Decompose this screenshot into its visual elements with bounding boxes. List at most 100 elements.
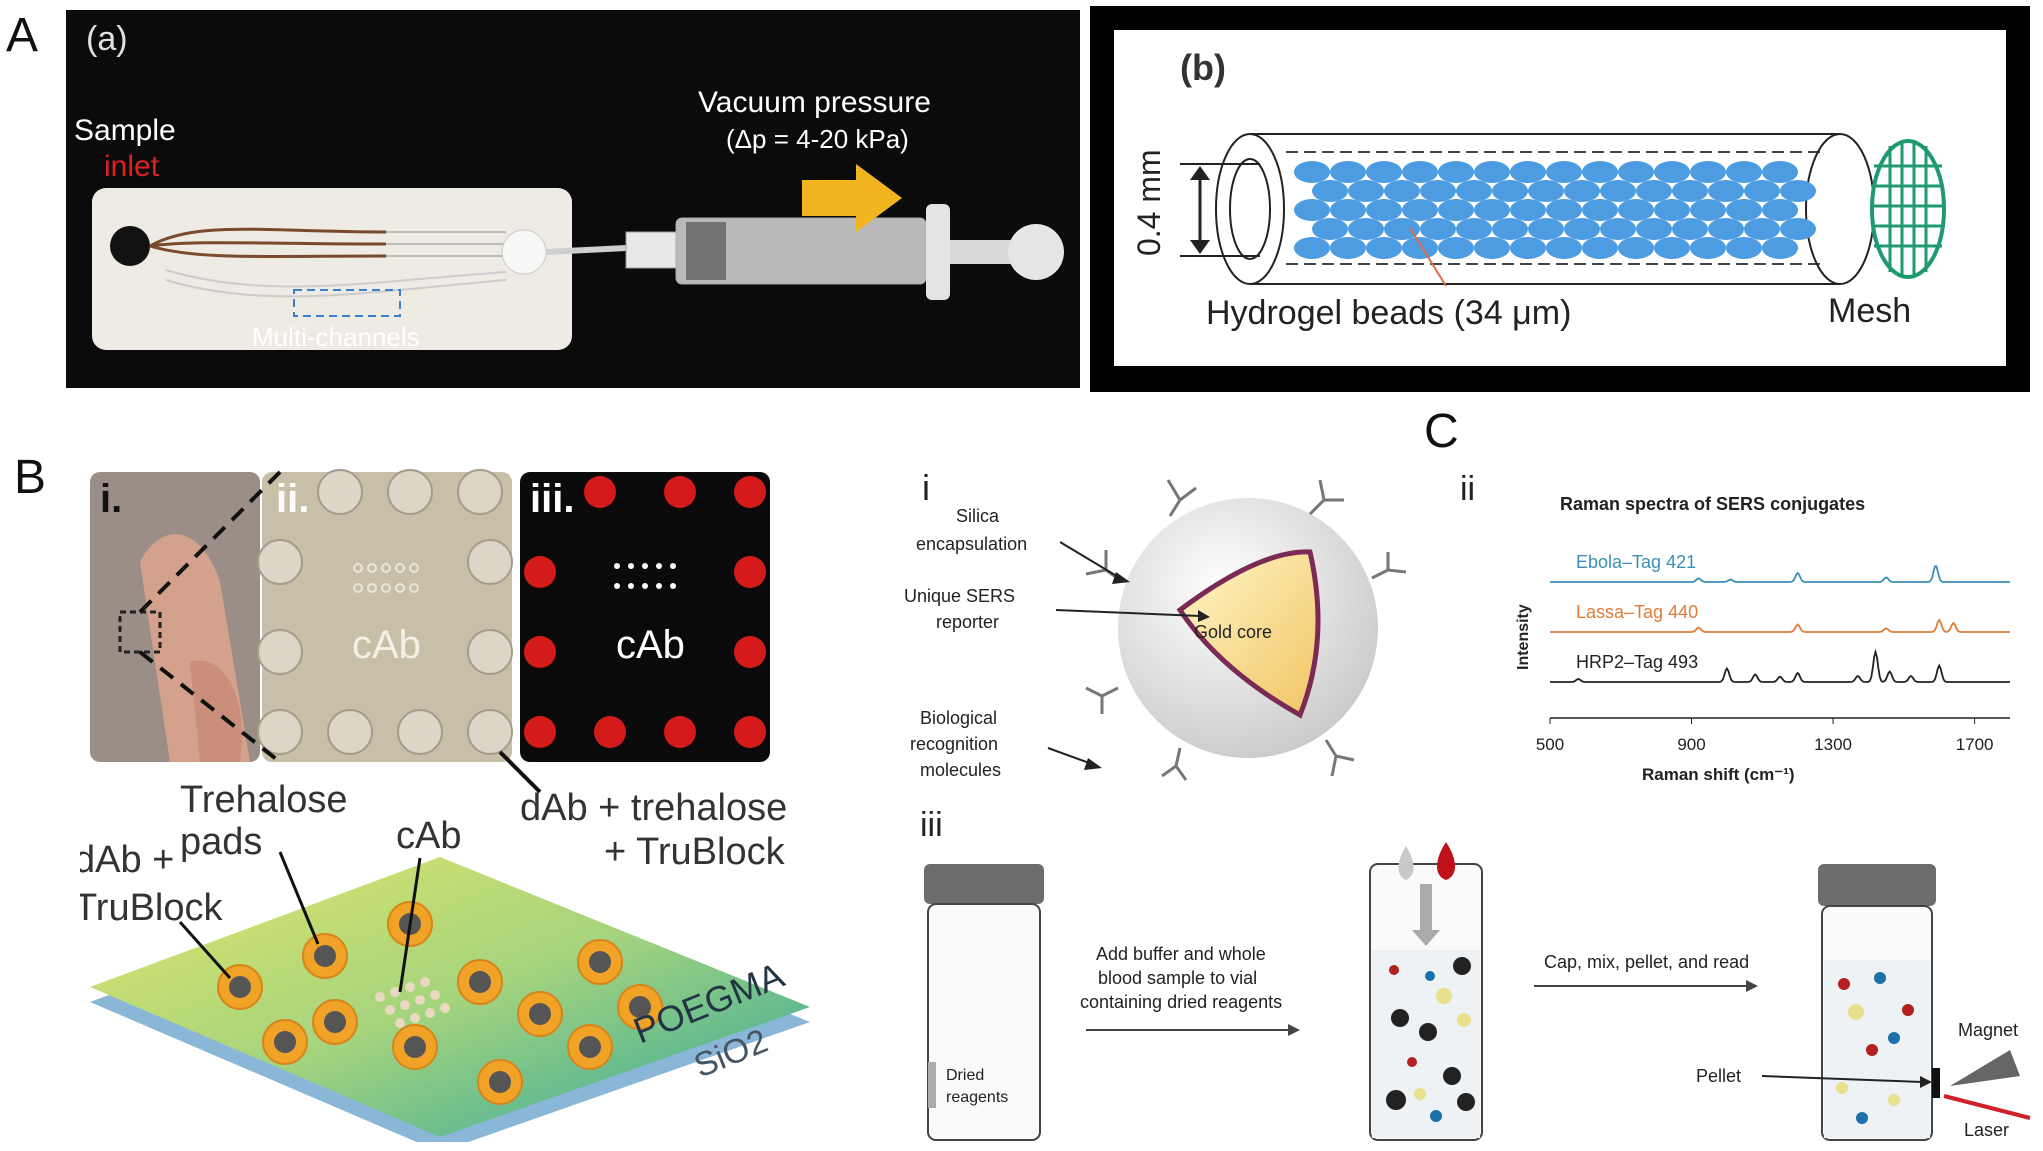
- syringe-flange: [926, 204, 950, 300]
- c-ii-numeral: ii: [1460, 470, 1475, 508]
- raman-chart: ii Raman spectra of SERS conjugates Inte…: [1460, 470, 2010, 784]
- dab-label-2: TruBlock: [80, 887, 224, 929]
- series-label: Ebola–Tag 421: [1576, 552, 1696, 572]
- step1-label-2: blood sample to vial: [1098, 968, 1257, 988]
- hydrogel-bead: [1672, 180, 1708, 202]
- hydrogel-bead: [1366, 237, 1402, 259]
- hydrogel-bead: [1402, 161, 1438, 183]
- hydrogel-bead: [1330, 161, 1366, 183]
- vial-1-cap: [924, 864, 1044, 904]
- hydrogel-bead: [1366, 161, 1402, 183]
- hydrogel-bead: [1294, 237, 1330, 259]
- series-label: Lassa–Tag 440: [1576, 602, 1698, 622]
- hydrogel-bead: [1420, 218, 1456, 240]
- trehalose-label-2: pads: [180, 821, 262, 863]
- add-arrow-icon: [1412, 930, 1440, 946]
- dried-reagents-mark: [928, 1062, 936, 1108]
- hydrogel-bead: [1348, 180, 1384, 202]
- vial-2-particles: [1386, 957, 1475, 1122]
- hydrogel-bead: [1654, 161, 1690, 183]
- c-i-numeral: i: [922, 467, 930, 508]
- dried-label-2: reagents: [946, 1089, 1008, 1106]
- trehalose-label-1: Trehalose: [180, 779, 348, 821]
- panel-b-figure: i. ii. cAb iii. cAb: [74, 462, 820, 1151]
- panel-c-iii: iii Dried reagents Add buffer and whole …: [880, 800, 2040, 1145]
- hydrogel-bead: [1726, 199, 1762, 221]
- dimension-label: 0.4 mm: [1131, 149, 1167, 256]
- sample-label: Sample: [74, 114, 176, 147]
- pressure-label: (Δp = 4-20 kPa): [726, 124, 909, 154]
- panel-a-tag: (a): [86, 20, 128, 58]
- hydrogel-bead: [1708, 180, 1744, 202]
- hydrogel-bead: [1618, 237, 1654, 259]
- inset-label-ii: ii.: [276, 477, 309, 521]
- mesh-icon: [1870, 139, 1946, 279]
- hydrogel-bead: [1654, 199, 1690, 221]
- vacuum-label: Vacuum pressure: [698, 86, 931, 119]
- panel-b-schematic: (b) 0.4 mm Hydrogel beads (34 μm) Mesh: [1090, 6, 2030, 392]
- hydrogel-bead: [1726, 161, 1762, 183]
- hydrogel-bead: [1636, 180, 1672, 202]
- vacuum-arrow-icon: [802, 164, 902, 232]
- microfluidic-device-illustration: (a) Sample inlet Multi-channels Vacuum p…: [74, 20, 1064, 352]
- panel-letter-a: A: [6, 9, 39, 62]
- hydrogel-bead: [1690, 199, 1726, 221]
- hydrogel-bead: [1762, 237, 1798, 259]
- cab-label: cAb: [396, 815, 461, 857]
- chart-title: Raman spectra of SERS conjugates: [1560, 494, 1865, 514]
- x-tick-label: 1700: [1956, 735, 1994, 754]
- panel-c-i: i Silica encapsulation Unique SER: [880, 460, 1440, 800]
- multichannel-box: [293, 289, 401, 317]
- hydrogel-bead: [1330, 199, 1366, 221]
- pellet: [1932, 1068, 1940, 1098]
- vial-3-cap: [1818, 864, 1936, 906]
- bio-label-3: molecules: [920, 760, 1001, 780]
- microfluidic-chip: [92, 188, 572, 350]
- panel-letter-b: B: [14, 451, 47, 504]
- x-tick-label: 500: [1536, 735, 1564, 754]
- step2-label: Cap, mix, pellet, and read: [1544, 952, 1749, 972]
- vial-1: [927, 903, 1041, 1141]
- hydrogel-bead: [1510, 237, 1546, 259]
- hydrogel-bead: [1780, 218, 1816, 240]
- series-line: [1550, 565, 2010, 583]
- hydrogel-bead: [1636, 218, 1672, 240]
- laser-beam: [1943, 1094, 2031, 1120]
- syringe-connector: [625, 231, 677, 269]
- trehalose-pads: [217, 901, 663, 1105]
- dab-trehalose-label-2: + TruBlock: [604, 831, 786, 873]
- hydrogel-bead: [1564, 218, 1600, 240]
- hydrogel-bead: [1582, 161, 1618, 183]
- hydrogel-bead: [1690, 161, 1726, 183]
- hydrogel-bead: [1780, 180, 1816, 202]
- hydrogel-bead: [1294, 199, 1330, 221]
- hydrogel-bead: [1618, 161, 1654, 183]
- series-line: [1550, 648, 2010, 683]
- dab-trehalose-label-1: dAb + trehalose: [520, 787, 787, 829]
- silica-label-1: Silica: [956, 506, 1000, 526]
- hydrogel-bead: [1330, 237, 1366, 259]
- hydrogel-bead: [1618, 199, 1654, 221]
- mesh-label: Mesh: [1828, 292, 1911, 330]
- hydrogel-bead: [1402, 237, 1438, 259]
- hydrogel-bead: [1600, 218, 1636, 240]
- hydrogel-bead: [1420, 180, 1456, 202]
- hydrogel-bead: [1456, 218, 1492, 240]
- sample-inlet-hole: [110, 226, 150, 266]
- hydrogel-bead: [1744, 180, 1780, 202]
- dab-label-1: dAb +: [80, 839, 174, 881]
- panel-c-ii: ii Raman spectra of SERS conjugates Inte…: [1450, 470, 2030, 800]
- inset-label-i: i.: [100, 477, 122, 521]
- hydrogel-bead: [1492, 218, 1528, 240]
- hydrogel-bead: [1690, 237, 1726, 259]
- hydrogel-bead: [1528, 218, 1564, 240]
- plunger-head: [1008, 224, 1064, 280]
- buffer-drop-icon: [1398, 846, 1414, 880]
- cab-photo-label: cAb: [352, 623, 421, 667]
- series-line: [1550, 618, 2010, 633]
- hydrogel-bead: [1546, 199, 1582, 221]
- series-label: HRP2–Tag 493: [1576, 652, 1698, 672]
- blood-drop-icon: [1437, 842, 1455, 880]
- microarray-illustration: i. ii. cAb iii. cAb: [74, 469, 810, 1151]
